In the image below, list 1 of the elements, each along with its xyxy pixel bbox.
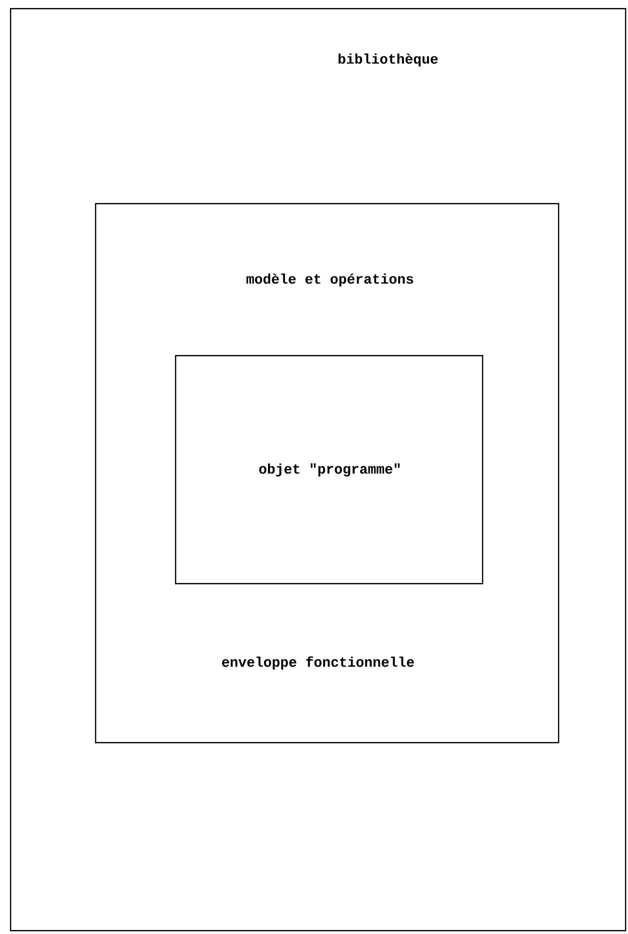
object-box: objet "programme" (175, 355, 484, 584)
